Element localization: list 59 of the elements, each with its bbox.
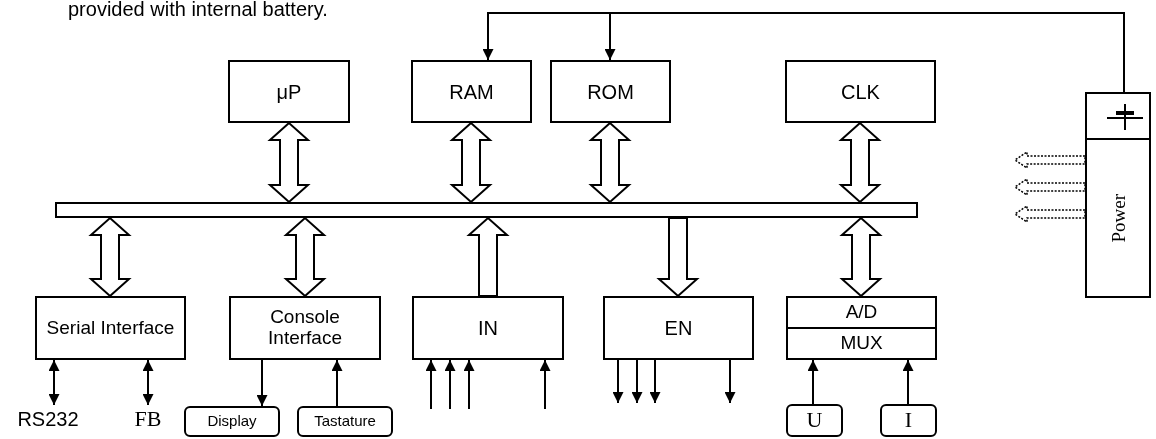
bus-arrow	[838, 121, 882, 204]
signal-arrow	[807, 359, 819, 405]
module-box	[785, 60, 936, 123]
port-label: FB	[134, 408, 162, 430]
power-output-arrow	[1013, 150, 1086, 170]
module-box	[603, 296, 754, 360]
module-label: Display	[207, 413, 257, 430]
module-label: μP	[276, 80, 302, 103]
signal-arrow	[142, 359, 154, 406]
io-device-box	[297, 406, 393, 437]
io-device-box	[184, 406, 280, 437]
module-label: CLK	[841, 80, 880, 103]
module-box	[786, 296, 937, 360]
module-box	[35, 296, 186, 360]
signal-arrow	[463, 359, 475, 410]
signal-arrow	[425, 359, 437, 410]
module-box	[229, 296, 381, 360]
signal-arrow	[539, 359, 551, 410]
module-label: A/D	[845, 302, 878, 323]
module-box	[412, 296, 564, 360]
io-device-box	[880, 404, 937, 437]
module-label: Console Interface	[267, 307, 343, 349]
module-label: RAM	[449, 80, 494, 103]
module-label: ROM	[587, 80, 634, 103]
power-output-arrow	[1013, 177, 1086, 197]
module-label: Tastature	[314, 413, 376, 430]
module-label: Serial Interface	[46, 317, 175, 339]
module-label: I	[904, 408, 913, 433]
signal-arrow	[48, 359, 60, 406]
bus-arrow	[656, 217, 700, 298]
bus-arrow	[588, 121, 632, 204]
power-output-arrow	[1013, 204, 1086, 224]
signal-arrow	[631, 359, 643, 404]
note-text: provided with internal battery.	[68, 0, 328, 21]
signal-arrow	[331, 359, 343, 407]
power-supply-box	[1085, 92, 1151, 298]
module-box	[550, 60, 671, 123]
bus-bar	[55, 202, 918, 218]
module-label: MUX	[840, 333, 883, 354]
bus-arrow	[267, 121, 311, 204]
signal-arrow	[649, 359, 661, 404]
module-label: EN	[664, 317, 693, 339]
signal-arrow	[902, 359, 914, 405]
module-box	[228, 60, 350, 123]
port-label: RS232	[17, 409, 79, 429]
module-label: IN	[478, 317, 498, 339]
bus-arrow	[88, 216, 132, 298]
signal-arrow	[612, 359, 624, 404]
bus-arrow	[839, 216, 883, 298]
io-device-box	[786, 404, 843, 437]
module-box	[411, 60, 532, 123]
power-label: Power	[1108, 193, 1128, 243]
bus-arrow	[466, 216, 510, 297]
bus-arrow	[449, 121, 493, 204]
bus-arrow	[283, 216, 327, 298]
signal-arrow	[444, 359, 456, 410]
module-label: U	[806, 408, 823, 433]
signal-arrow	[256, 359, 268, 407]
signal-arrow	[724, 359, 736, 404]
